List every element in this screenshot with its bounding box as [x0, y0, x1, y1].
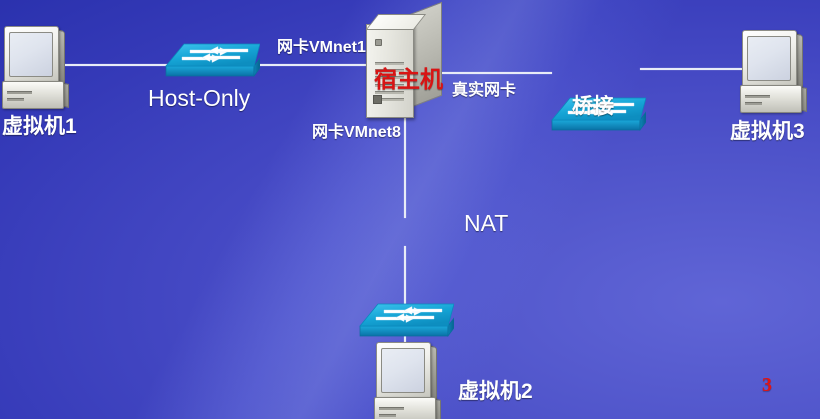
link-vm1-to-hostonly	[64, 64, 168, 66]
page-number: 3	[762, 374, 772, 396]
link-label-vmnet8: 网卡VMnet8	[312, 124, 401, 141]
node-vm2[interactable]	[374, 342, 441, 419]
network-switch-icon	[551, 97, 646, 132]
link-host-to-bridge	[442, 72, 552, 74]
desktop-computer-icon	[374, 342, 441, 419]
network-switch-icon	[165, 43, 260, 78]
node-switch-bridge-label: 桥接	[572, 95, 614, 118]
link-bridge-to-vm3	[640, 68, 742, 70]
desktop-computer-icon	[2, 26, 69, 112]
node-vm2-label: 虚拟机2	[458, 380, 533, 403]
node-vm3[interactable]	[740, 30, 807, 116]
link-label-real-nic: 真实网卡	[452, 82, 517, 99]
network-switch-icon	[359, 303, 454, 338]
desktop-computer-icon	[740, 30, 807, 116]
link-label-vmnet1: 网卡VMnet1	[277, 39, 366, 56]
node-host-server[interactable]	[366, 1, 442, 118]
node-vm1[interactable]	[2, 26, 69, 112]
link-hostonly-to-host	[258, 64, 372, 66]
link-host-to-nat	[404, 118, 406, 218]
node-host-server-label: 宿主机	[374, 66, 443, 92]
server-tower-icon	[366, 1, 442, 118]
node-vm1-label: 虚拟机1	[2, 115, 77, 138]
node-switch-hostonly[interactable]	[164, 36, 260, 84]
node-switch-hostonly-label: Host-Only	[148, 85, 251, 111]
node-switch-nat[interactable]	[358, 296, 454, 344]
node-switch-nat-label: NAT	[464, 210, 509, 236]
node-vm3-label: 虚拟机3	[730, 120, 805, 143]
link-nat-to-vm2	[404, 246, 406, 344]
node-switch-bridge[interactable]	[550, 90, 646, 138]
